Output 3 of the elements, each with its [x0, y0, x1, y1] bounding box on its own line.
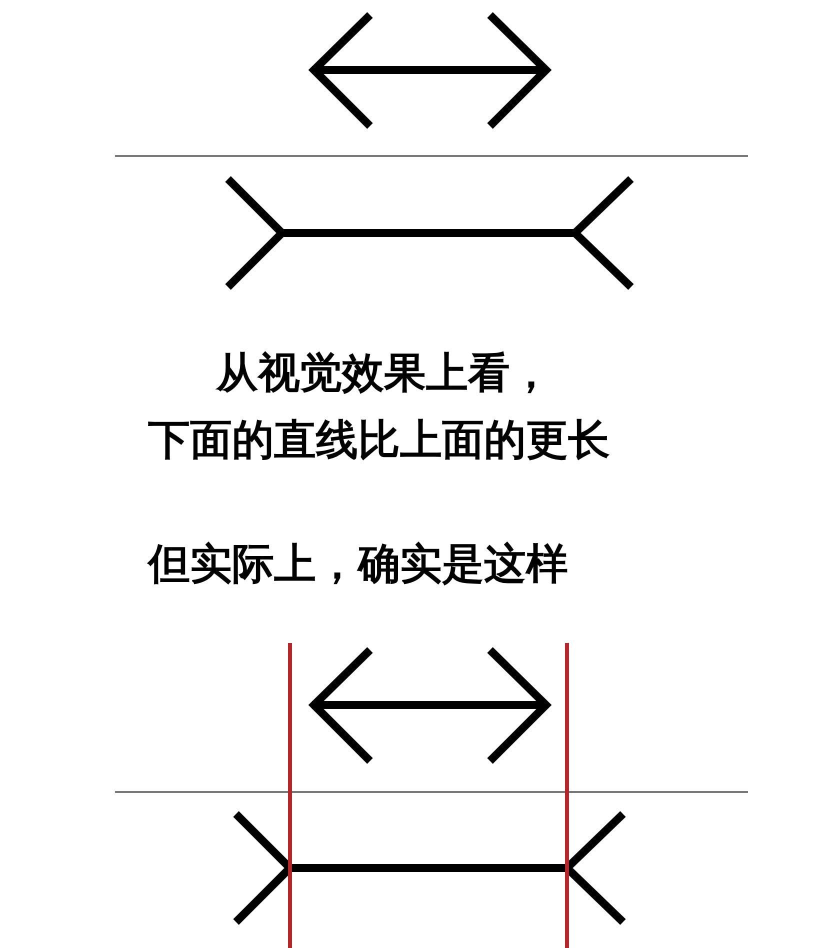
caption-text: 但实际上，确实是这样 [148, 538, 568, 590]
caption-text: 从视觉效果上看， [216, 347, 552, 399]
caption-text: 下面的直线比上面的更长 [148, 414, 610, 466]
